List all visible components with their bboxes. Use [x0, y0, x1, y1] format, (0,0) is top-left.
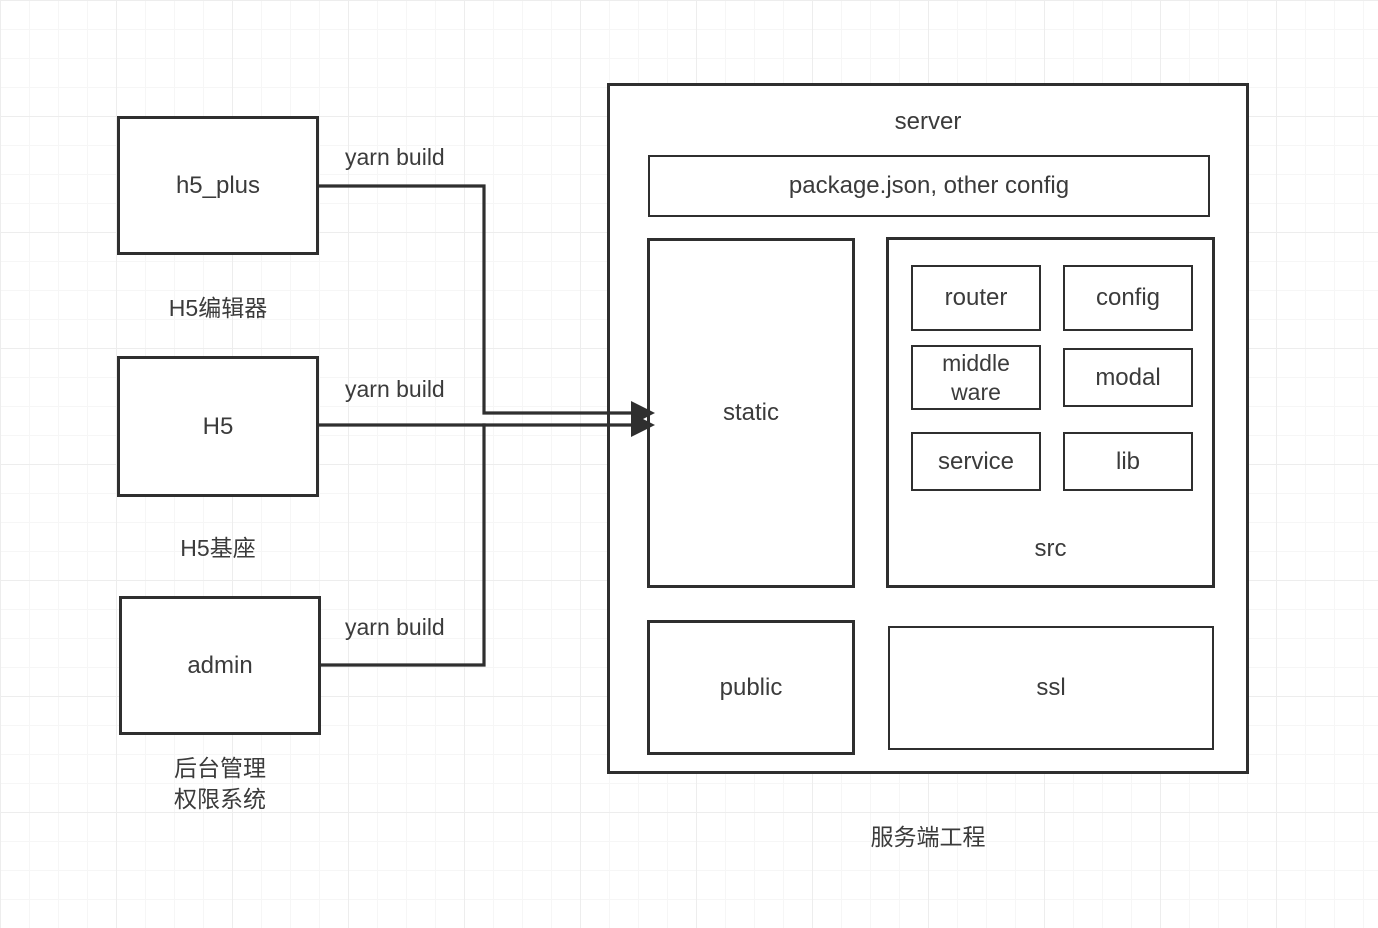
caption-admin: 后台管理 权限系统 [174, 755, 266, 813]
edge-label-yarn-build-2: yarn build [345, 376, 445, 402]
node-middleware[interactable]: middle ware [911, 345, 1041, 410]
node-lib[interactable]: lib [1063, 432, 1193, 491]
node-h5[interactable]: H5 [117, 356, 319, 497]
node-h5-label: H5 [202, 412, 234, 440]
node-package-config-label: package.json, other config [788, 172, 1070, 199]
caption-h5: H5基座 [180, 535, 256, 561]
node-lib-label: lib [1115, 447, 1140, 475]
server-title: server [894, 108, 962, 135]
src-label: src [1034, 535, 1067, 562]
node-admin-label: admin [187, 651, 253, 679]
node-static-label: static [722, 399, 779, 426]
node-router-label: router [944, 284, 1008, 311]
node-config[interactable]: config [1063, 265, 1193, 331]
node-service[interactable]: service [911, 432, 1041, 491]
node-service-label: service [937, 447, 1015, 475]
node-package-config[interactable]: package.json, other config [648, 155, 1210, 217]
node-ssl-label: ssl [1036, 674, 1066, 701]
caption-server: 服务端工程 [870, 824, 986, 850]
node-router[interactable]: router [911, 265, 1041, 331]
node-public-label: public [719, 673, 783, 701]
node-public[interactable]: public [647, 620, 855, 755]
node-config-label: config [1095, 284, 1161, 311]
node-static[interactable]: static [647, 238, 855, 588]
node-ssl[interactable]: ssl [888, 626, 1214, 750]
node-admin[interactable]: admin [119, 596, 321, 735]
caption-h5-plus: H5编辑器 [168, 295, 268, 321]
edge-label-yarn-build-1: yarn build [345, 144, 445, 170]
node-middleware-label: middle ware [942, 349, 1010, 405]
edge-label-yarn-build-3: yarn build [345, 614, 445, 640]
node-h5-plus-label: h5_plus [175, 171, 261, 199]
node-modal-label: modal [1095, 363, 1161, 391]
node-modal[interactable]: modal [1063, 348, 1193, 407]
node-h5-plus[interactable]: h5_plus [117, 116, 319, 255]
